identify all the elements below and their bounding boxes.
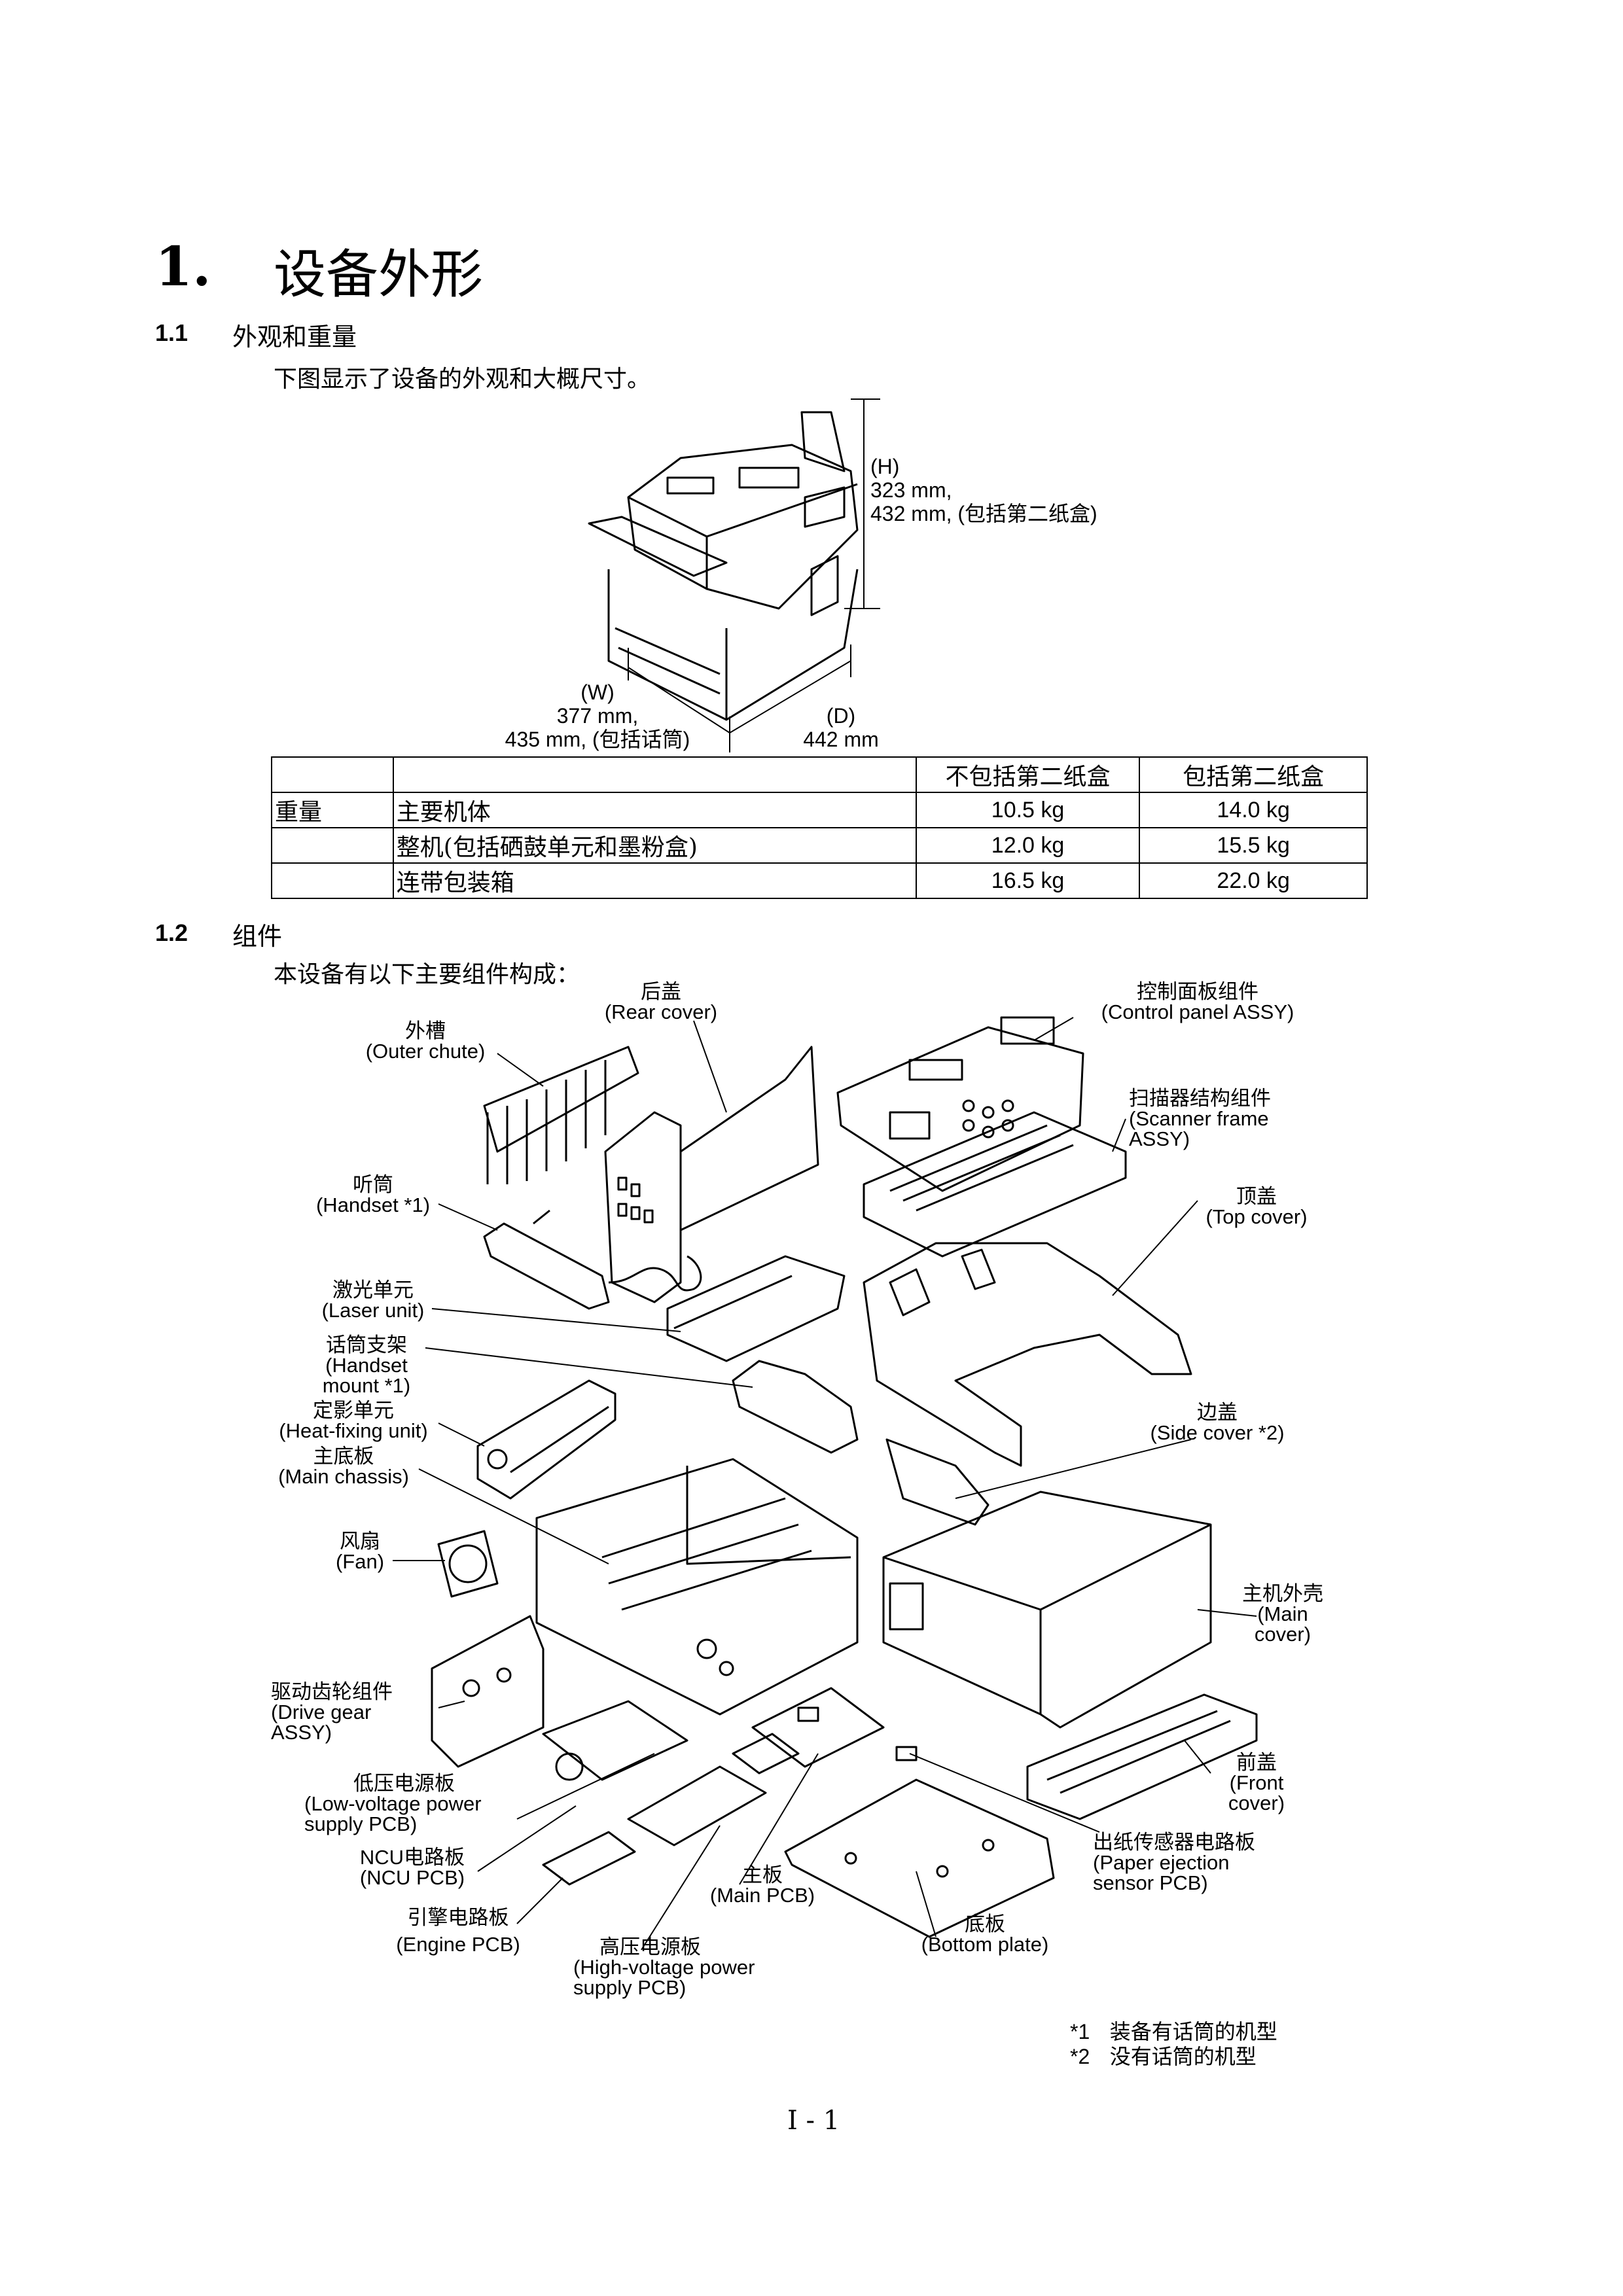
table-cell: 12.0 kg (915, 827, 1141, 864)
table-header (271, 756, 394, 793)
table-cell: 整机(包括硒鼓单元和墨粉盒) (392, 827, 917, 864)
table-header-row: 不包括第二纸盒 包括第二纸盒 (271, 756, 1368, 793)
label-engine-pcb: 引擎电路板(Engine PCB) (396, 1906, 520, 1956)
rear-cover-drawing (604, 1046, 819, 1303)
depth-label: (D) 442 mm (803, 704, 879, 751)
side-cover-drawing (885, 1438, 990, 1526)
table-header: 不包括第二纸盒 (915, 756, 1141, 793)
main-pcb-drawing (751, 1687, 885, 1768)
table-cell: 22.0 kg (1139, 862, 1368, 899)
table-cell: 16.5 kg (915, 862, 1141, 899)
table-cell: 14.0 kg (1139, 792, 1368, 828)
fan-drawing (437, 1530, 499, 1598)
section-number: 1. (155, 236, 211, 298)
lv-pcb-drawing (542, 1700, 688, 1781)
subsection-1-1-title: 外观和重量 (232, 323, 357, 351)
front-cover-drawing (1026, 1693, 1258, 1820)
label-laser-unit: 激光单元(Laser unit) (321, 1279, 425, 1322)
weight-table: 不包括第二纸盒 包括第二纸盒 重量 主要机体 10.5 kg 14.0 kg 整… (271, 756, 1368, 899)
scanner-frame-drawing (863, 1111, 1127, 1258)
outer-chute-drawing (483, 1046, 639, 1184)
label-top-cover: 顶盖(Top cover) (1205, 1185, 1308, 1228)
label-control-panel: 控制面板组件(Control panel ASSY) (1101, 980, 1294, 1023)
bottom-plate-drawing (784, 1778, 1055, 1938)
heat-fixing-drawing (476, 1379, 616, 1500)
label-main-chassis: 主底板(Main chassis) (278, 1445, 409, 1488)
subsection-1-2-number: 1.2 (155, 919, 188, 946)
table-cell: 主要机体 (392, 792, 917, 828)
width-label: (W) 377 mm, 435 mm, (包括话筒) (505, 680, 690, 751)
table-cell: 重量 (271, 792, 394, 828)
page-number: I - 1 (787, 2106, 840, 2136)
label-side-cover: 边盖(Side cover *2) (1150, 1401, 1285, 1444)
table-header (392, 756, 917, 793)
footnote-2: *2 没有话筒的机型 (1070, 2044, 1257, 2069)
components-intro: 本设备有以下主要组件构成： (274, 961, 580, 988)
table-cell: 15.5 kg (1139, 827, 1368, 864)
appearance-intro: 下图显示了设备的外观和大概尺寸。 (274, 366, 651, 393)
label-bottom-plate: 底板(Bottom plate) (921, 1913, 1049, 1956)
table-cell (271, 827, 394, 864)
top-cover-drawing (863, 1242, 1192, 1467)
label-outer-chute: 外槽(Outer chute) (365, 1019, 486, 1063)
drive-gear-drawing (431, 1615, 544, 1768)
subsection-1-1-number: 1.1 (155, 319, 188, 346)
table-cell: 连带包装箱 (392, 862, 917, 899)
table-cell (271, 862, 394, 899)
label-handset: 听筒(Handset *1) (315, 1173, 431, 1216)
fax-machine-drawing (588, 411, 859, 721)
table-cell: 10.5 kg (915, 792, 1141, 828)
label-main-pcb: 主板(Main PCB) (709, 1863, 815, 1907)
control-panel-drawing (836, 1016, 1084, 1192)
label-ncu-pcb: NCU电路板(NCU PCB) (359, 1846, 465, 1889)
label-rear-cover: 后盖(Rear cover) (604, 980, 718, 1023)
main-chassis-drawing (535, 1458, 859, 1716)
handset-mount-drawing (732, 1360, 859, 1454)
section-title: 设备外形 (274, 244, 483, 305)
label-heat-fixing: 定影单元(Heat-fixing unit) (279, 1399, 428, 1442)
table-row: 整机(包括硒鼓单元和墨粉盒) 12.0 kg 15.5 kg (271, 827, 1368, 864)
laser-unit-drawing (666, 1255, 846, 1362)
table-row: 重量 主要机体 10.5 kg 14.0 kg (271, 792, 1368, 828)
label-fan: 风扇(Fan) (335, 1530, 385, 1573)
subsection-1-2-title: 组件 (232, 922, 283, 951)
footnote-1: *1 装备有话筒的机型 (1070, 2019, 1277, 2044)
table-header: 包括第二纸盒 (1139, 756, 1368, 793)
height-label: (H) 323 mm, 432 mm, (包括第二纸盒) (870, 455, 1097, 525)
handset-drawing (483, 1209, 702, 1310)
table-row: 连带包装箱 16.5 kg 22.0 kg (271, 862, 1368, 899)
main-cover-drawing (882, 1491, 1212, 1729)
